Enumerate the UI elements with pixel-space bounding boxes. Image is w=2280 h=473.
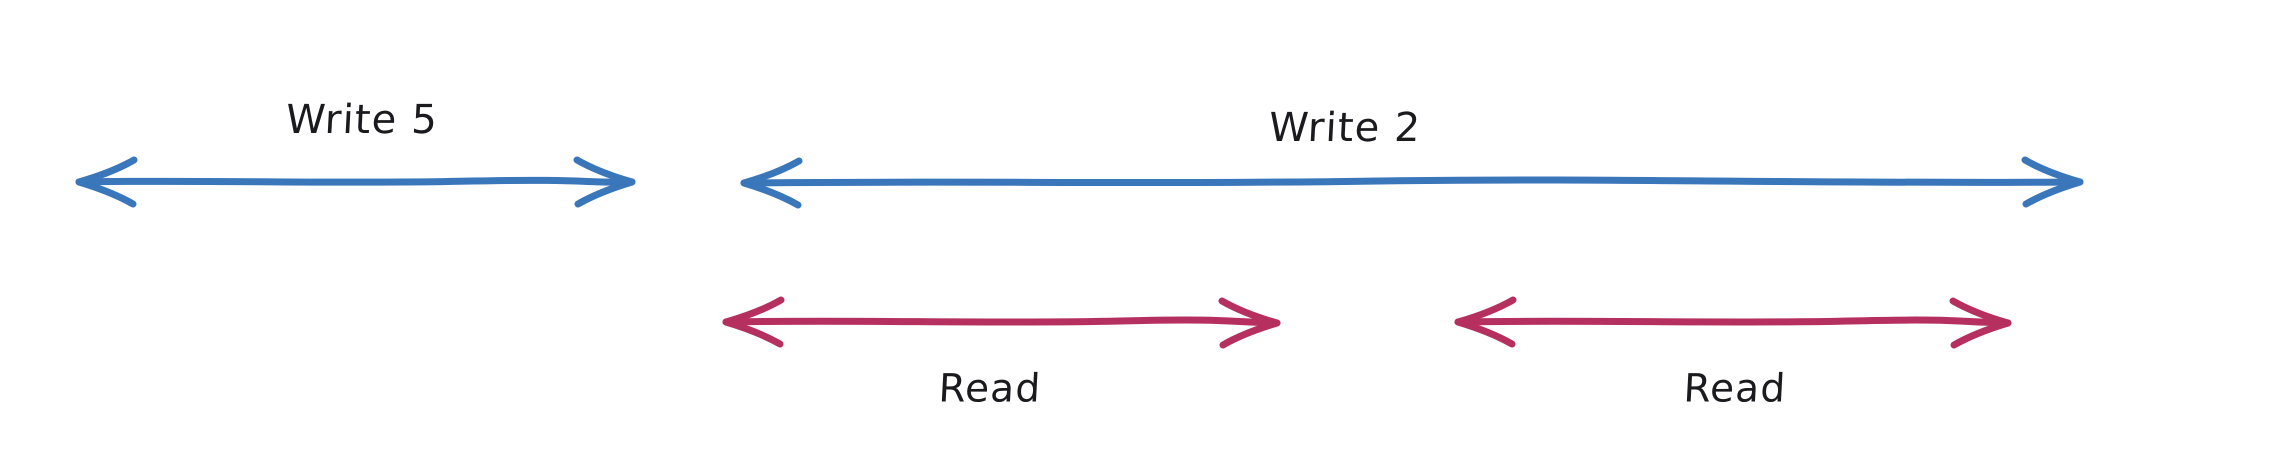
write-5-arrow-head-left-lower: [75, 178, 137, 208]
read-2-arrow[interactable]: [1454, 296, 2012, 349]
read-1-arrow-head-left-lower: [722, 318, 784, 348]
write-5-arrow-head-right-lower: [574, 178, 636, 208]
write-5-arrow[interactable]: [75, 156, 636, 208]
write-2-arrow[interactable]: [740, 156, 2084, 209]
write-5-arrow-shaft: [76, 176, 634, 186]
read-2-arrow-head-right-lower: [1950, 319, 2012, 349]
write-2-label: Write 2: [1267, 105, 1423, 151]
read-2-label: Read: [1682, 366, 1788, 412]
read-1-label: Read: [937, 366, 1043, 412]
read-2-arrow-head-left-lower: [1454, 318, 1516, 348]
read-1-arrow-head-right-lower: [1219, 319, 1281, 349]
read-1-arrow[interactable]: [722, 296, 1281, 349]
write-5-label: Write 5: [284, 97, 440, 143]
read-1-arrow-shaft: [723, 316, 1279, 327]
write-2-arrow-head-left-lower: [740, 179, 802, 209]
write-2-arrow-head-right-lower: [2022, 178, 2084, 208]
read-2-arrow-shaft: [1455, 316, 2010, 327]
write-2-arrow-shaft: [741, 176, 2082, 187]
